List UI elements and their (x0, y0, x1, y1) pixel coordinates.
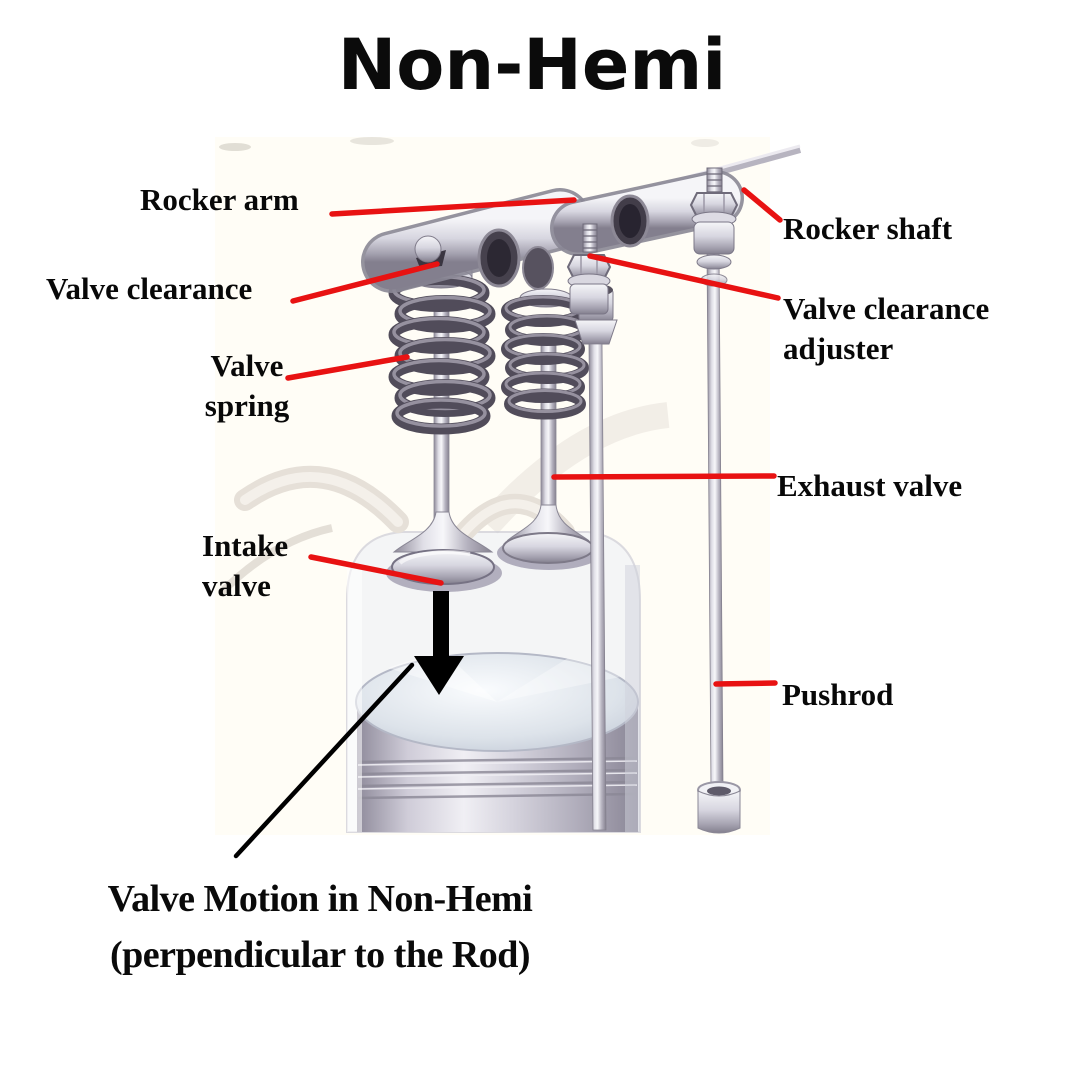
pushrod-right (696, 251, 741, 834)
caption-line2: (perpendicular to the Rod) (109, 934, 531, 976)
label-rocker-arm: Rocker arm (140, 182, 299, 217)
leader-valve-clearance-adjuster (587, 253, 781, 301)
valve-motion-arrow (414, 591, 464, 695)
crown-sheen (497, 658, 620, 702)
label-pushrod: Pushrod (782, 677, 894, 712)
scan-smudge (691, 139, 719, 147)
intake-port-highlight (240, 471, 403, 527)
piston-rings (357, 756, 638, 800)
caption-line1: Valve Motion in Non-Hemi (107, 878, 533, 920)
valve-head-highlight (398, 550, 471, 565)
label-valve-clearance: Valve clearance (46, 271, 253, 306)
label-valve-clearance-adjuster: Valve clearance adjuster (783, 291, 990, 366)
page-title: Non-Hemi (337, 24, 727, 106)
leader-pushrod (713, 680, 778, 687)
leader-intake-valve (308, 554, 444, 586)
scan-smudge (350, 137, 394, 145)
leader-valve-clearance (290, 261, 440, 304)
rocker-shaft-nut (689, 167, 739, 255)
exhaust-valve-head (502, 532, 594, 564)
leader-exhaust-valve (551, 473, 777, 480)
exhaust-valve-spring (501, 288, 589, 420)
label-valve-spring: Valve spring (204, 348, 290, 423)
label-rocker-shaft: Rocker shaft (783, 211, 953, 246)
lifter-body (697, 790, 741, 834)
intake-valve-tulip (392, 511, 494, 553)
port-outline (219, 524, 333, 595)
caption: Valve Motion in Non-Hemi (perpendicular … (60, 871, 580, 983)
cylinder-wall-highlight (347, 565, 362, 832)
label-intake-valve: Intake valve (202, 528, 289, 603)
leader-valve-spring (285, 354, 410, 381)
rocker-arm-left (361, 188, 591, 293)
leader-rocker-arm (329, 197, 577, 217)
label-exhaust-valve: Exhaust valve (777, 468, 963, 503)
caption-pointer-line (233, 662, 415, 859)
piston-ring-highlights (357, 760, 638, 790)
cylinder-wall-shade (625, 565, 640, 832)
scan-smudge (219, 143, 251, 151)
valve-clearance-adjuster-part (566, 223, 612, 315)
engine-illustration (215, 137, 802, 835)
leader-rocker-shaft (741, 187, 783, 223)
